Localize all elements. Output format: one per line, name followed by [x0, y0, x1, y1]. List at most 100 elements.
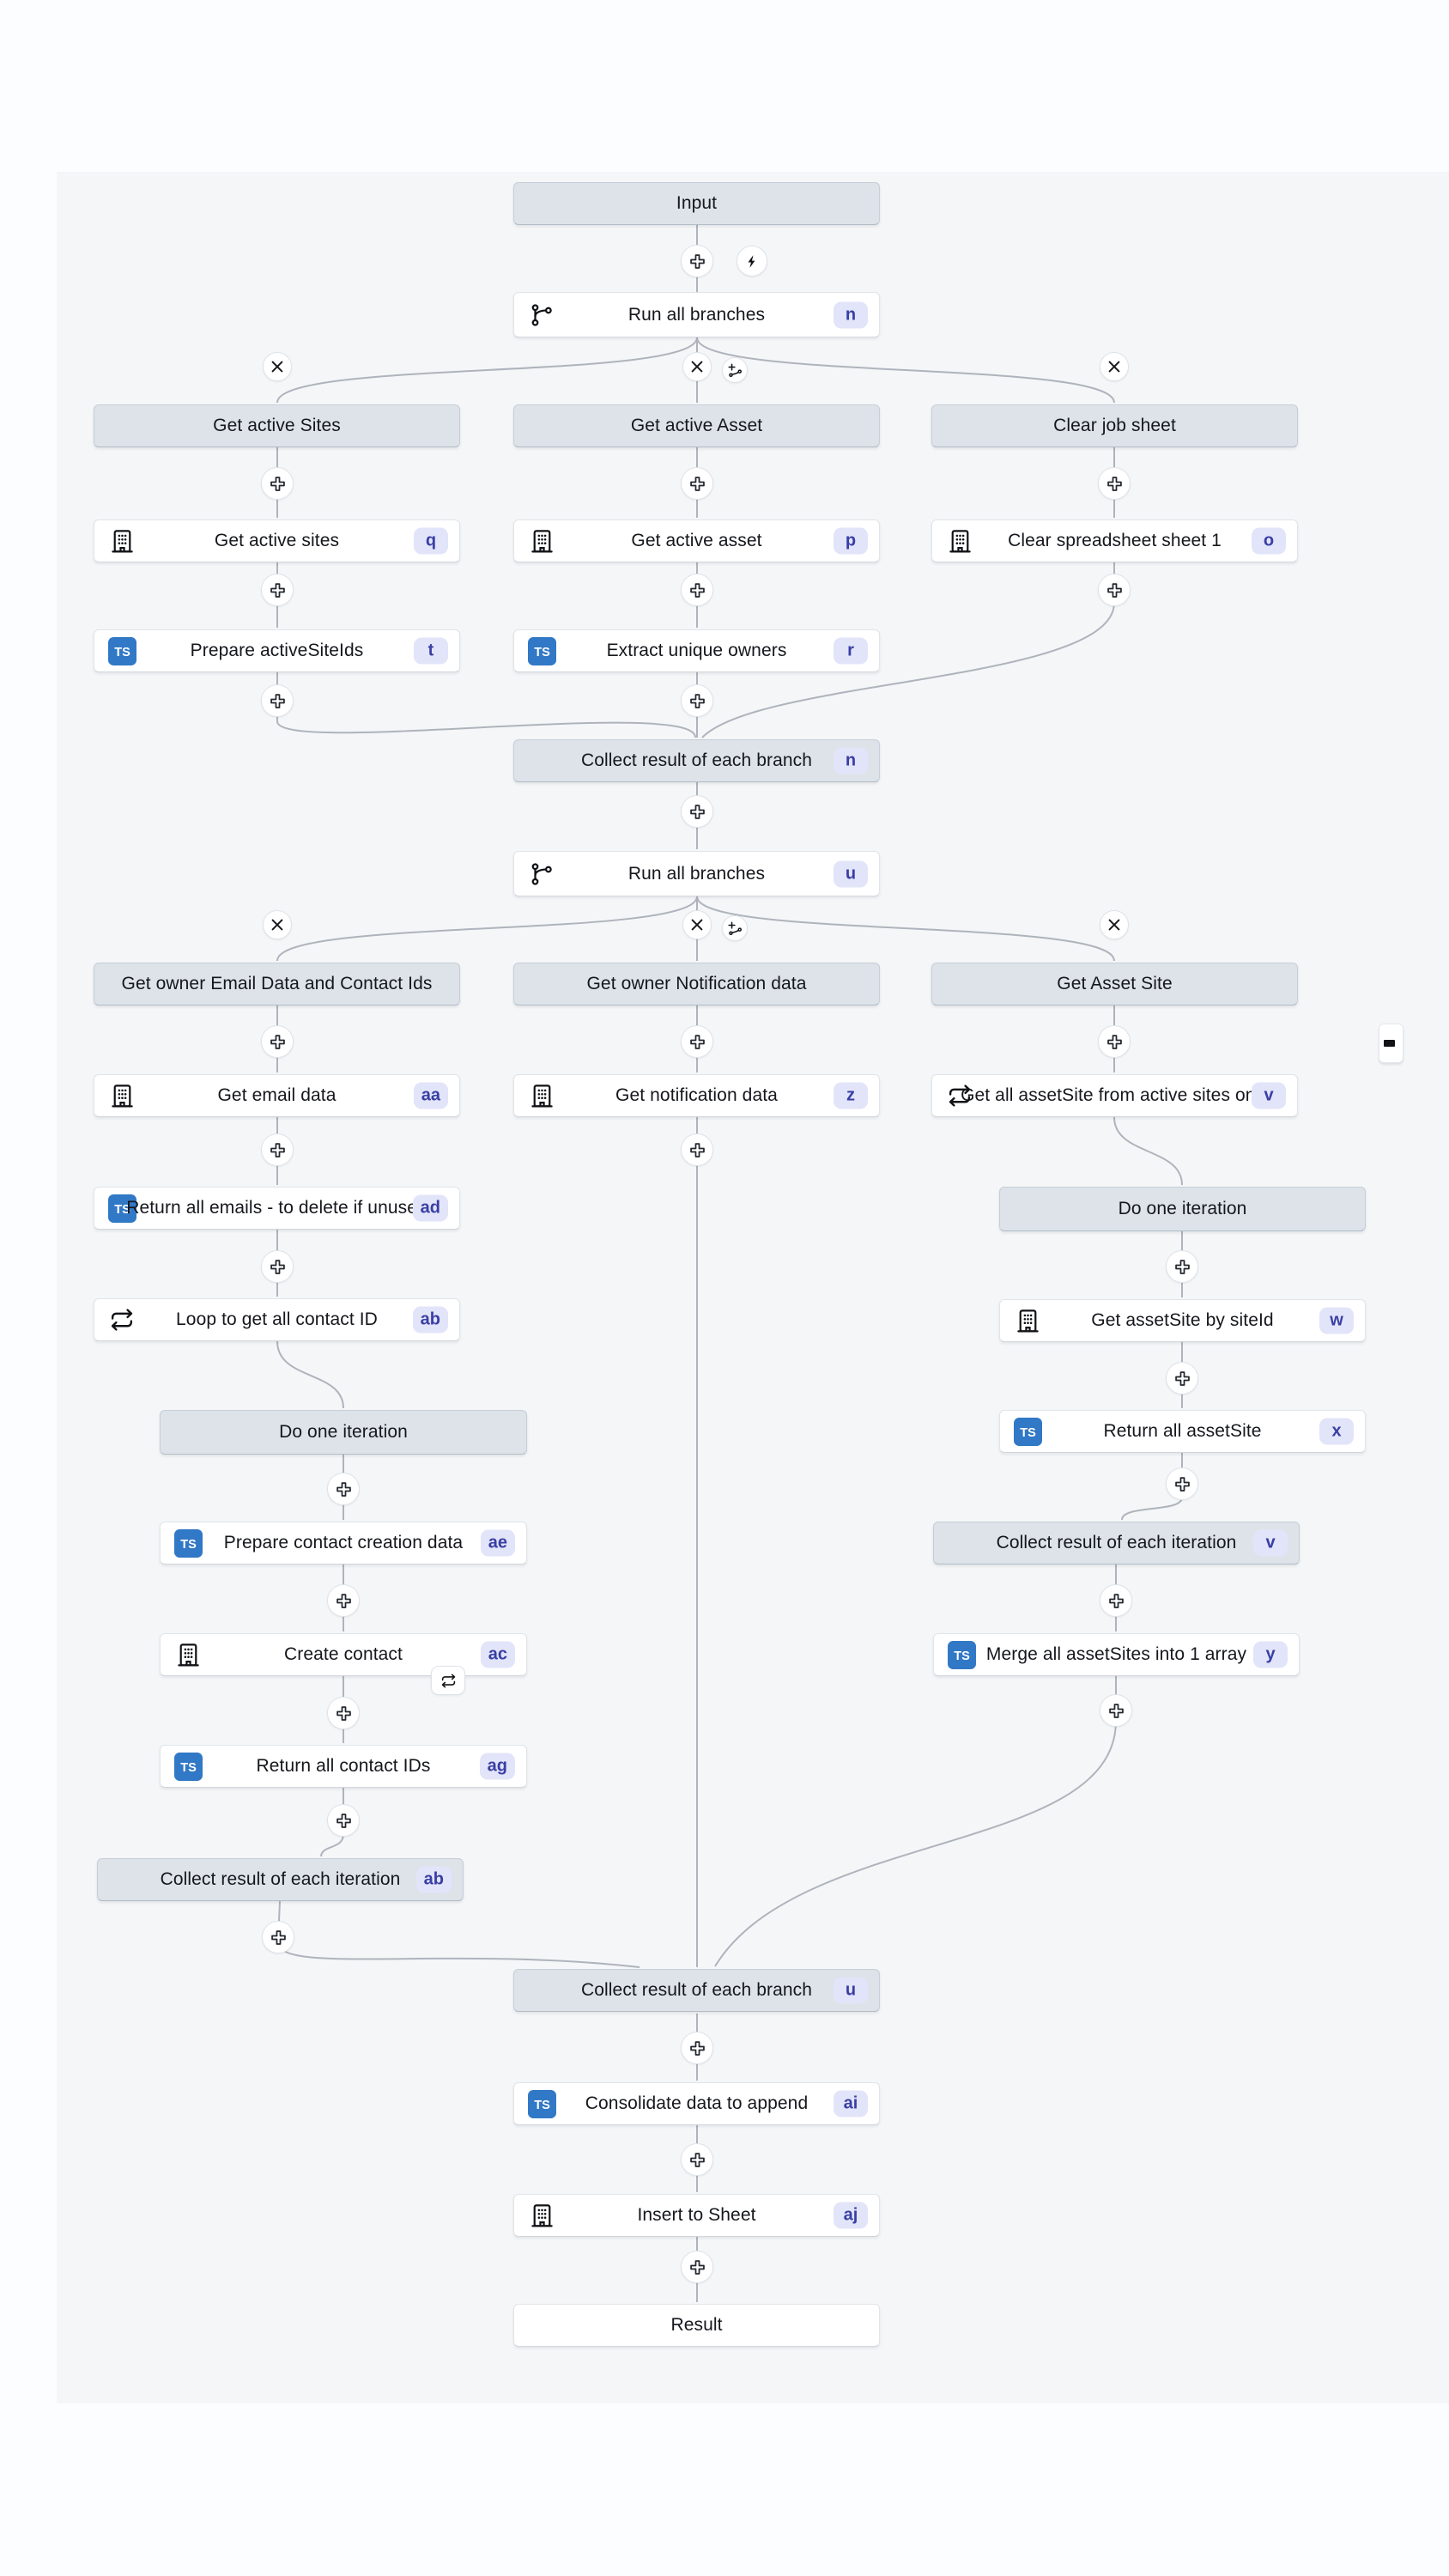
delete-branch-button[interactable] [263, 352, 292, 381]
add-step-button[interactable] [681, 795, 713, 828]
add-step-button[interactable] [1098, 1025, 1131, 1058]
node-badge: y [1253, 1641, 1288, 1668]
loop-indicator-button[interactable] [431, 1666, 465, 1695]
add-step-button[interactable] [1098, 574, 1131, 606]
add-step-button[interactable] [261, 467, 294, 500]
add-branch-button[interactable] [722, 357, 748, 383]
add-step-button[interactable] [681, 2143, 713, 2176]
add-step-button[interactable] [261, 574, 294, 606]
node-badge: r [834, 637, 868, 665]
node-label: Prepare activeSiteIds [190, 641, 364, 660]
add-step-button[interactable] [681, 2251, 713, 2283]
node-label: Get Asset Site [1057, 974, 1173, 993]
add-step-button[interactable] [327, 1697, 360, 1729]
delete-branch-button[interactable] [263, 910, 292, 939]
branch-header-get-active-asset[interactable]: Get active Asset [513, 404, 880, 447]
branch-header-get-owner-notification[interactable]: Get owner Notification data [513, 963, 880, 1005]
node-label: Extract unique owners [606, 641, 787, 660]
plus-icon [335, 1704, 353, 1722]
add-step-button[interactable] [261, 684, 294, 717]
add-step-button[interactable] [1166, 1362, 1198, 1394]
add-step-button[interactable] [261, 1133, 294, 1166]
add-step-button[interactable] [681, 1133, 713, 1166]
plus-icon [269, 692, 287, 710]
delete-branch-button[interactable] [682, 910, 712, 939]
delete-branch-button[interactable] [1100, 352, 1129, 381]
svg-text:TS: TS [1020, 1425, 1036, 1439]
add-step-button[interactable] [1100, 1694, 1132, 1727]
node-get-all-assetsite[interactable]: Get all assetSite from active sites only… [931, 1074, 1298, 1117]
add-step-button[interactable] [327, 1473, 360, 1505]
node-label: Return all emails - to delete if unused [126, 1198, 427, 1218]
lightning-icon [745, 254, 760, 269]
add-step-button[interactable] [681, 684, 713, 717]
add-step-button[interactable] [681, 2032, 713, 2064]
plus-icon [269, 581, 287, 599]
clipped-node[interactable] [1379, 1024, 1404, 1063]
add-step-button[interactable] [1166, 1467, 1198, 1500]
add-step-button[interactable] [1100, 1584, 1132, 1617]
building-icon [1013, 1306, 1042, 1335]
branch-header-get-asset-site[interactable]: Get Asset Site [931, 963, 1298, 1005]
node-label: Get owner Email Data and Contact Ids [121, 974, 433, 993]
delete-branch-button[interactable] [1100, 910, 1129, 939]
add-step-button[interactable] [681, 1025, 713, 1058]
plus-icon [269, 1033, 287, 1051]
add-step-button[interactable] [681, 574, 713, 606]
node-label: Collect result of each branch [580, 750, 813, 770]
add-branch-button[interactable] [722, 915, 748, 941]
branch-header-clear-job-sheet[interactable]: Clear job sheet [931, 404, 1298, 447]
plus-icon [1106, 1033, 1124, 1051]
node-label: Collect result of each branch [580, 1980, 813, 2000]
trigger-icon[interactable] [737, 246, 767, 276]
branch-header-get-owner-email[interactable]: Get owner Email Data and Contact Ids [94, 963, 460, 1005]
header-do-one-iteration-left[interactable]: Do one iteration [160, 1410, 527, 1455]
node-badge: n [834, 301, 868, 328]
add-step-button[interactable] [261, 1250, 294, 1283]
add-step-button[interactable] [1166, 1250, 1198, 1283]
delete-branch-button[interactable] [682, 352, 712, 381]
add-step-button[interactable] [327, 1584, 360, 1617]
add-step-button[interactable] [261, 1025, 294, 1058]
x-icon [1107, 918, 1121, 932]
node-badge: w [1319, 1307, 1354, 1334]
canvas-background[interactable] [57, 172, 1449, 2403]
node-label: Do one iteration [279, 1422, 408, 1442]
node-result[interactable]: Result [513, 2304, 880, 2347]
add-step-button[interactable] [262, 1921, 294, 1953]
add-step-button[interactable] [681, 245, 713, 277]
add-step-button[interactable] [327, 1804, 360, 1837]
add-branch-icon [727, 362, 743, 379]
add-step-button[interactable] [1098, 467, 1131, 500]
node-input[interactable]: Input [513, 182, 880, 225]
ts-icon: TS [527, 2089, 556, 2118]
branch-header-get-active-sites[interactable]: Get active Sites [94, 404, 460, 447]
header-do-one-iteration-right[interactable]: Do one iteration [999, 1187, 1366, 1231]
node-label: Result [670, 2315, 723, 2335]
add-step-button[interactable] [681, 467, 713, 500]
